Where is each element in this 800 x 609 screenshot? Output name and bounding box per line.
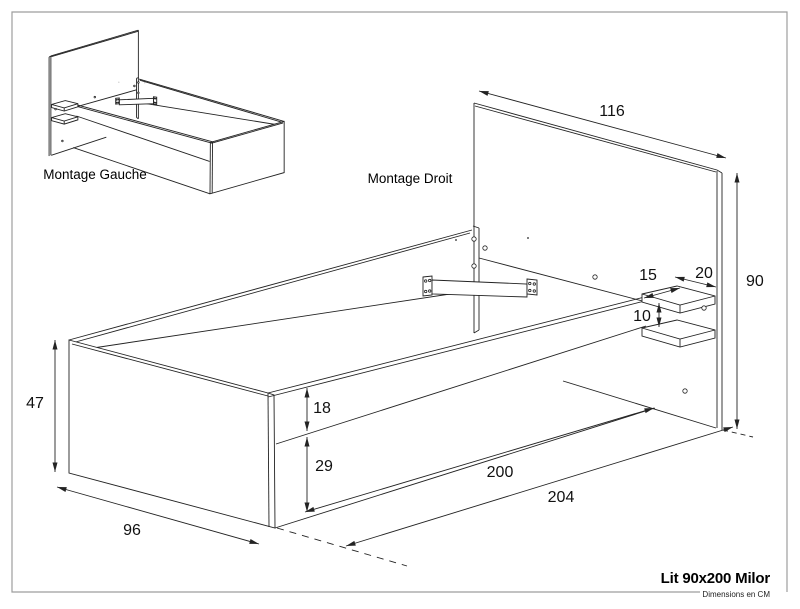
footboard-right-inner-edge <box>268 393 269 527</box>
dim-headboard-height: 90 <box>746 273 764 290</box>
shelf-mount-hole <box>702 306 706 310</box>
far-rail-top-edge <box>69 230 472 340</box>
extension-dashed-line-foot <box>276 527 408 567</box>
dim-shelf-width: 20 <box>695 265 713 282</box>
near-rail-top-inner-edge <box>268 295 668 397</box>
near-rail-top-edge <box>268 291 668 393</box>
dim-line-shelf-width <box>674 276 717 288</box>
extension-dashed-line-head <box>722 429 754 438</box>
headboard-panel <box>474 103 722 430</box>
headboard-thickness-edge <box>717 170 722 173</box>
screw-dot <box>455 239 457 241</box>
dim-line-inner-length <box>304 407 655 513</box>
assembly-hole <box>593 275 597 279</box>
dim-footboard-height: 47 <box>26 395 44 412</box>
dim-side-upper: 18 <box>313 400 331 417</box>
headboard-bottom-edge <box>563 381 716 428</box>
platform-back-edge <box>479 258 650 303</box>
crossbar-screw-hole <box>529 289 531 291</box>
dim-line-footboard-width <box>56 486 260 545</box>
crossbar-screw-hole <box>425 280 427 282</box>
drawing-subtitle: Dimensions en CM <box>702 590 770 599</box>
dimension-annotations: 116 90 47 96 18 29 15 20 10 200 204 <box>26 90 764 567</box>
crossbar-screw-hole <box>425 290 427 292</box>
footboard-panel <box>69 340 275 528</box>
crossbar-screw-hole <box>429 290 431 292</box>
label-montage-gauche: Montage Gauche <box>43 167 147 182</box>
label-montage-droit: Montage Droit <box>368 171 453 186</box>
dim-line-outer-length <box>345 426 734 547</box>
crossbar-screw-hole <box>533 283 535 285</box>
crossbar-right-plate <box>527 279 537 295</box>
crossbar-screw-hole <box>529 282 531 284</box>
shelf-mount-hole <box>683 389 687 393</box>
crossbar-left-plate <box>423 276 432 296</box>
dim-line-headboard-width <box>478 90 727 159</box>
dim-line-shelf-depth <box>643 287 681 299</box>
assembly-hole <box>472 237 476 241</box>
dim-headboard-width: 116 <box>599 103 625 120</box>
crossbar-bar <box>432 280 527 297</box>
support-panel-top-edge <box>473 226 479 228</box>
dim-shelf-depth: 15 <box>639 267 657 284</box>
bed-drawing-right-assembly <box>69 103 722 528</box>
footboard-top-inner-edge <box>72 344 268 396</box>
dim-outer-length: 204 <box>548 489 575 506</box>
crossbar-screw-hole <box>429 279 431 281</box>
dim-side-lower: 29 <box>315 458 333 475</box>
support-panel-bottom-edge <box>474 330 479 333</box>
crossbar-screw-hole <box>533 290 535 292</box>
far-rail-top-inner-edge <box>72 233 470 343</box>
screw-dot <box>527 237 529 239</box>
dim-footboard-width: 96 <box>123 522 141 539</box>
far-rail-bottom-inner-edge <box>80 291 470 350</box>
assembly-hole <box>472 264 476 268</box>
dim-inner-length: 200 <box>487 464 514 481</box>
page-border <box>11 11 788 593</box>
dim-shelf-gap: 10 <box>633 308 651 325</box>
assembly-hole <box>483 246 487 250</box>
drawing-title: Lit 90x200 Milor <box>661 570 771 587</box>
